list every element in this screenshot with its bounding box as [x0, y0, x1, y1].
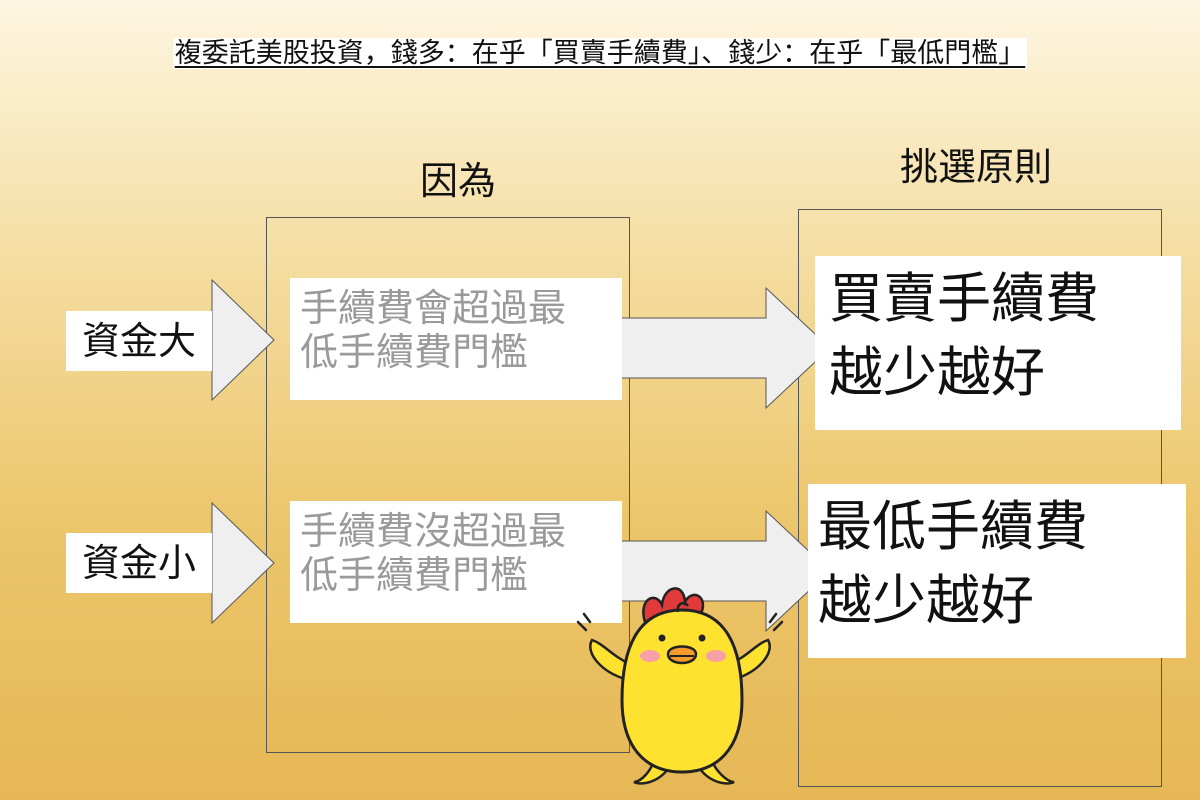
reason-box-row1: 手續費會超過最 低手續費門檻	[290, 278, 622, 400]
principle-column-header: 挑選原則	[900, 145, 1053, 189]
page-title: 複委託美股投資，錢多：在乎「買賣手續費」、錢少：在乎「最低門檻」	[0, 38, 1200, 70]
reason-box-row2: 手續費沒超過最 低手續費門檻	[290, 501, 622, 623]
capital-label-small: 資金小	[66, 533, 212, 593]
left-arrow-row1	[211, 278, 275, 402]
reason-text-row1-line2: 低手續費門檻	[300, 330, 529, 374]
principle-text-row1-line1: 買賣手續費	[829, 267, 1099, 330]
reason-column-header: 因為	[420, 159, 497, 203]
principle-text-row1-line2: 越少越好	[829, 341, 1045, 404]
middle-arrow-row1	[615, 286, 831, 410]
reason-text-row2-line1: 手續費沒超過最	[300, 509, 567, 553]
left-arrow-row2	[211, 501, 275, 625]
reason-column-frame	[266, 217, 630, 753]
page-title-text: 複委託美股投資，錢多：在乎「買賣手續費」、錢少：在乎「最低門檻」	[172, 38, 1028, 69]
principle-box-row2: 最低手續費 越少越好	[808, 484, 1186, 658]
capital-label-large: 資金大	[66, 311, 212, 371]
reason-text-row2-line2: 低手續費門檻	[300, 553, 529, 597]
principle-box-row1: 買賣手續費 越少越好	[815, 256, 1181, 430]
reason-text-row1-line1: 手續費會超過最	[300, 286, 567, 330]
principle-text-row2-line1: 最低手續費	[818, 495, 1088, 558]
principle-text-row2-line2: 越少越好	[818, 569, 1034, 632]
chick-mascot-icon	[576, 587, 784, 785]
